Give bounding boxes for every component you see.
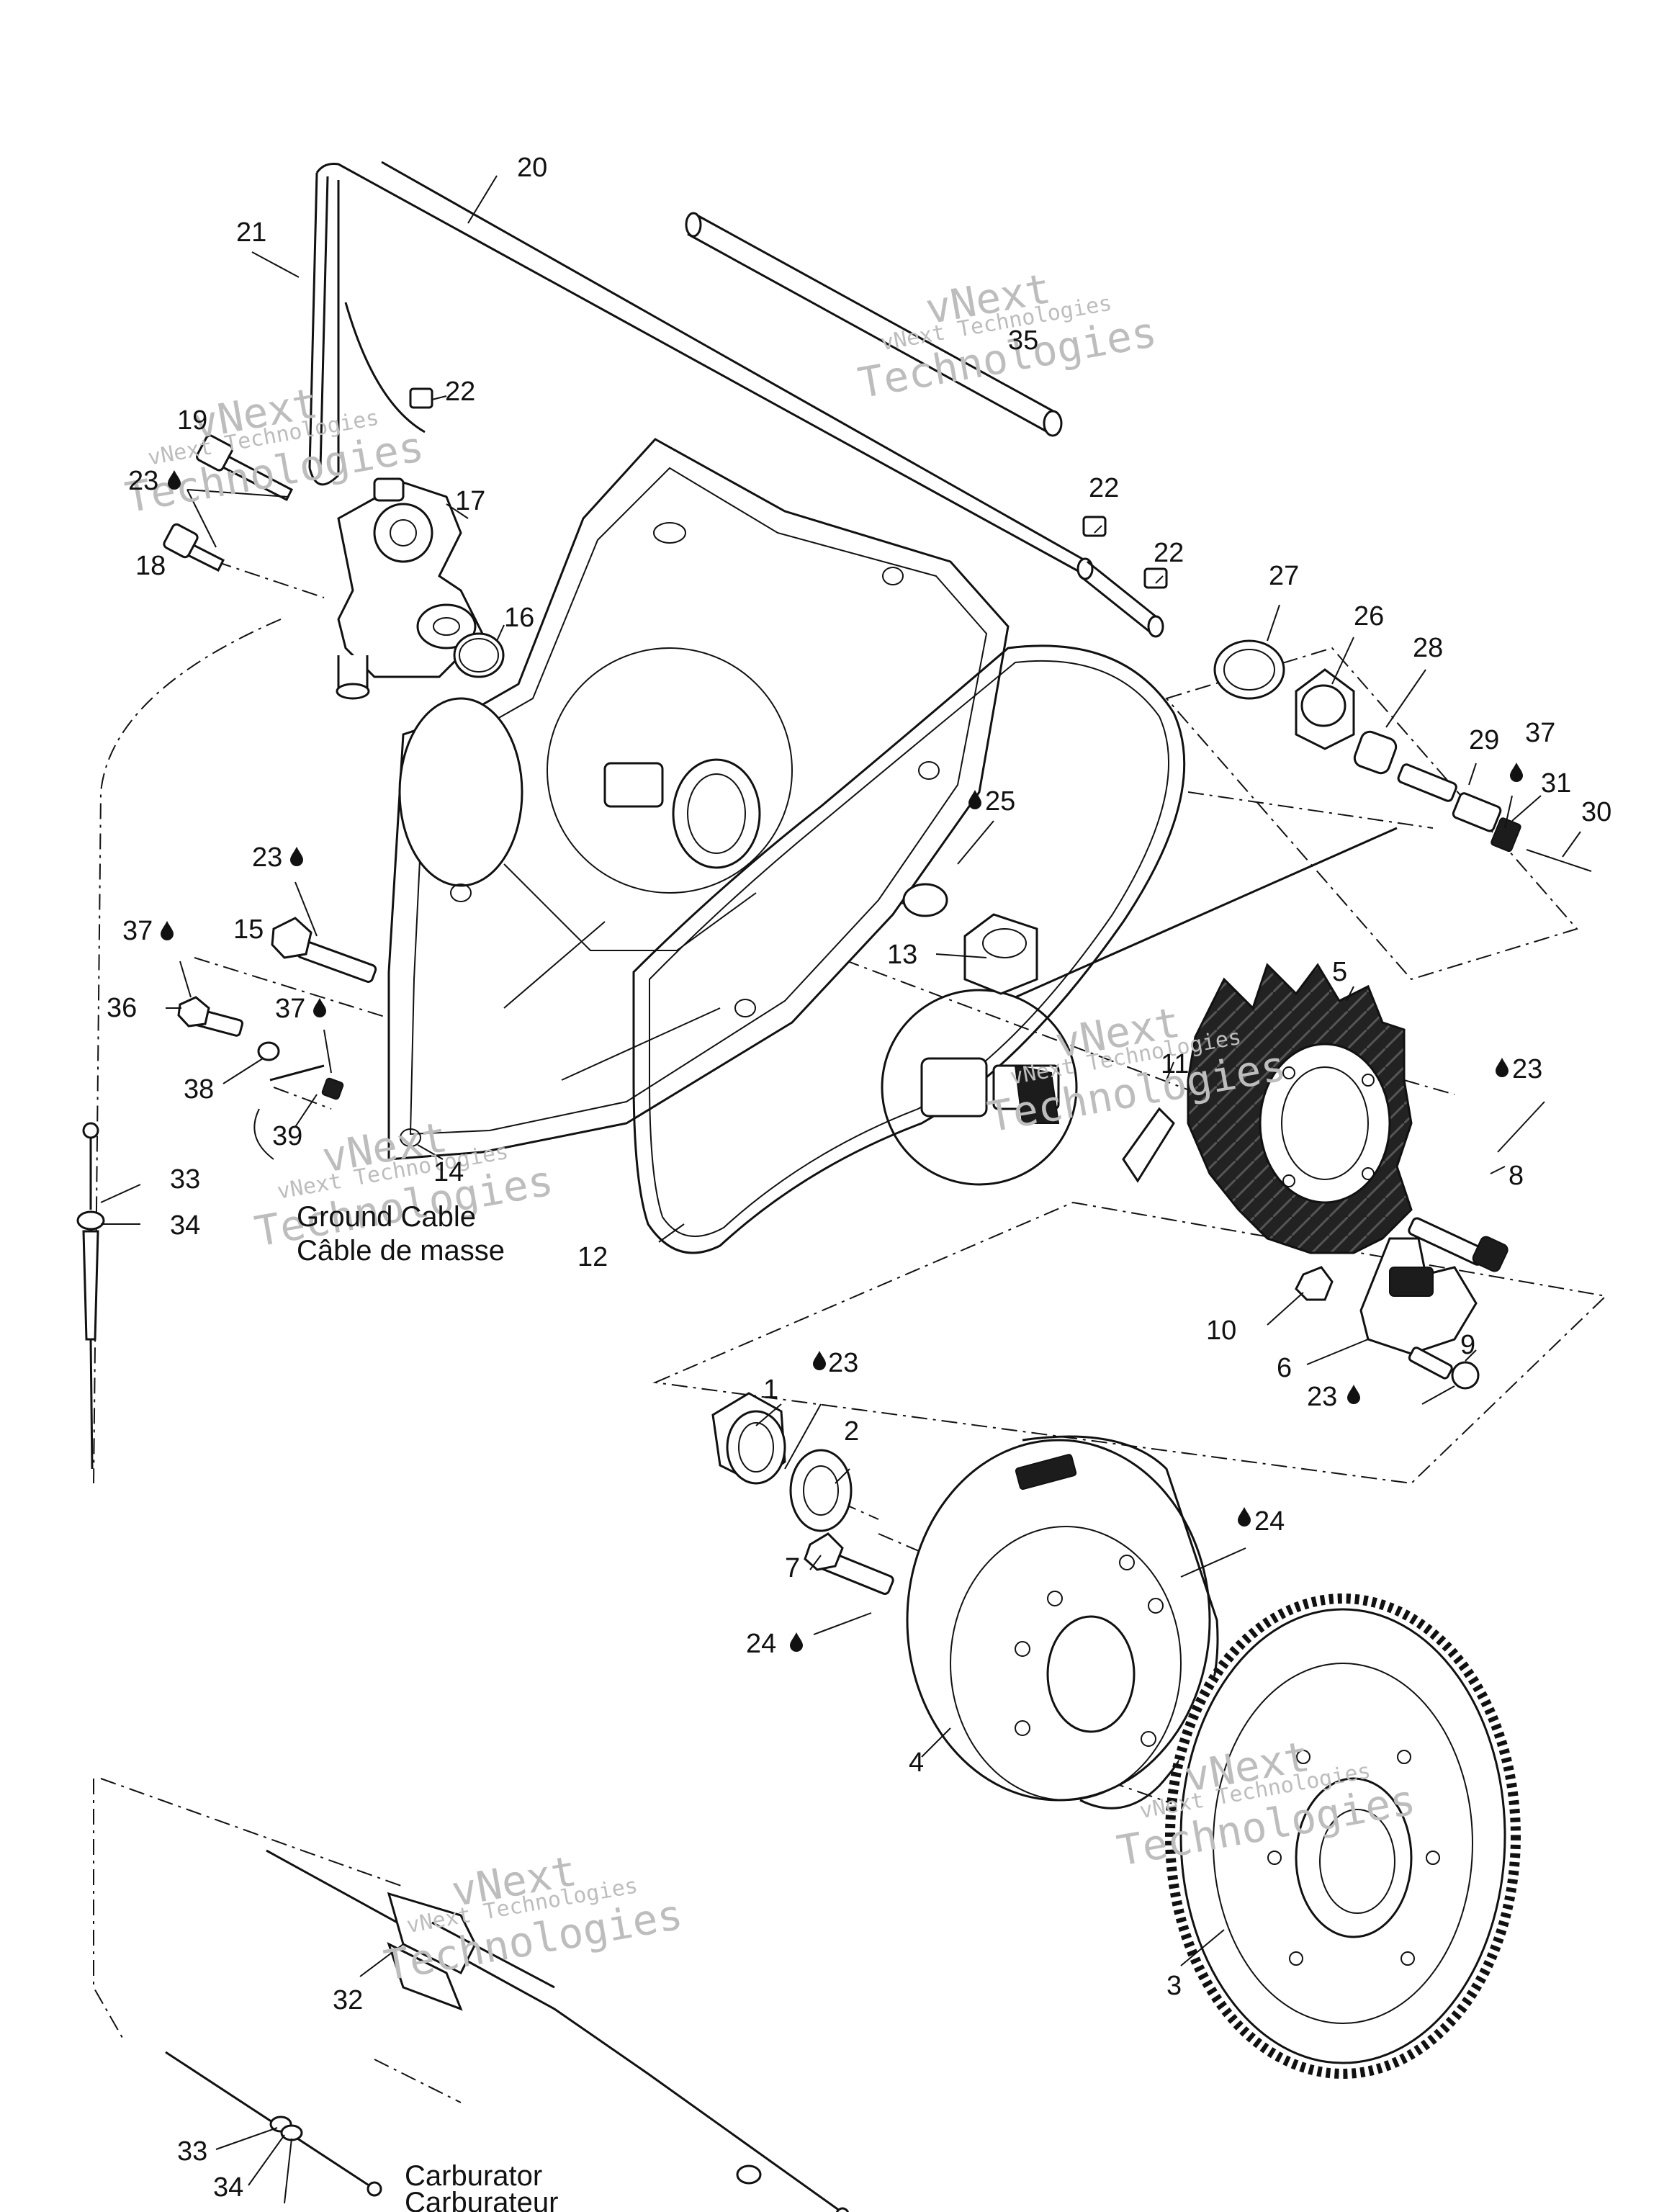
callout-22: 22	[445, 377, 475, 407]
callout-labels: 20 21 35 22 19 23 17 18 16 22 22 27 26 2…	[107, 153, 1611, 2212]
callout-31: 31	[1541, 768, 1571, 799]
gasket-12	[632, 644, 1186, 1254]
oil-drop-icon	[1347, 1385, 1360, 1404]
callout-11: 11	[1161, 1049, 1189, 1079]
stator-5	[1122, 963, 1413, 1254]
callout-37: 37	[122, 916, 153, 946]
coupler-13	[902, 883, 1038, 995]
bolt-9	[1408, 1346, 1480, 1390]
callout-34: 34	[170, 1210, 200, 1241]
callout-4: 4	[909, 1748, 924, 1778]
callout-7: 7	[785, 1553, 800, 1583]
pump-17	[336, 477, 484, 700]
callout-19: 19	[177, 405, 207, 436]
callout-28: 28	[1413, 633, 1443, 663]
rod-35	[685, 212, 1164, 638]
callout-23: 23	[1512, 1054, 1542, 1084]
callout-37: 37	[1525, 718, 1555, 748]
callout-9: 9	[1460, 1330, 1475, 1360]
callout-2: 2	[844, 1416, 859, 1447]
callout-34: 34	[213, 2172, 243, 2203]
oil-drop-icon	[313, 998, 326, 1017]
callout-24: 24	[746, 1629, 776, 1659]
callout-33: 33	[170, 1164, 200, 1195]
callout-12: 12	[577, 1242, 608, 1272]
callout-1: 1	[763, 1375, 778, 1405]
flywheel-4	[906, 1435, 1219, 1809]
leader-lines	[100, 175, 1581, 2204]
cable-32	[266, 1849, 850, 2212]
o-ring-16	[453, 632, 505, 678]
crankcase-cover-14	[387, 438, 1010, 1161]
callout-23: 23	[1307, 1382, 1337, 1412]
oil-drop-icon	[813, 1351, 826, 1370]
callout-38: 38	[184, 1074, 214, 1105]
clip-22-group	[409, 387, 1168, 589]
bolt-18	[163, 523, 225, 572]
callout-37: 37	[275, 994, 305, 1024]
washer-2	[789, 1449, 853, 1532]
callout-3: 3	[1166, 1971, 1182, 2001]
ground-cable-line	[253, 1108, 274, 1160]
callout-39: 39	[272, 1121, 302, 1151]
callout-30: 30	[1581, 797, 1611, 827]
callout-13: 13	[887, 940, 917, 970]
ground-cable-caption: Ground Cable	[297, 1201, 476, 1233]
callout-24: 24	[1254, 1506, 1285, 1537]
callout-17: 17	[455, 486, 485, 516]
bolt-8	[1408, 1217, 1509, 1272]
callout-20: 20	[517, 153, 547, 183]
bolt-7	[804, 1532, 894, 1596]
callout-22: 22	[1154, 538, 1184, 568]
carburator-caption-fr: Carburateur	[405, 2187, 558, 2212]
cable-33-34-left	[76, 1122, 105, 1470]
washer-38	[257, 1041, 280, 1061]
oil-drop-icon	[290, 847, 303, 866]
nut-10	[1295, 1266, 1334, 1301]
callout-33: 33	[177, 2136, 207, 2167]
hose-20-21	[308, 161, 1094, 580]
callout-15: 15	[233, 914, 264, 945]
ground-cable-caption-fr: Câble de masse	[297, 1235, 505, 1267]
callout-27: 27	[1269, 561, 1299, 591]
callout-8: 8	[1509, 1161, 1524, 1191]
callout-22: 22	[1089, 473, 1119, 503]
callout-5: 5	[1332, 957, 1347, 987]
callout-32: 32	[333, 1985, 363, 2015]
oil-drop-icon	[1510, 763, 1523, 782]
callout-23: 23	[128, 466, 158, 496]
callout-10: 10	[1206, 1316, 1236, 1346]
callout-36: 36	[107, 993, 137, 1023]
oil-drop-icon	[1238, 1507, 1251, 1527]
oil-drop-icon	[1496, 1058, 1509, 1077]
callout-29: 29	[1469, 725, 1499, 755]
callout-23: 23	[252, 842, 282, 873]
bolt-15	[271, 917, 377, 983]
bolt-36	[177, 996, 243, 1037]
detail-11	[881, 827, 1398, 1186]
oil-drop-icon	[161, 921, 174, 940]
callout-6: 6	[1277, 1353, 1292, 1383]
sensor-assembly	[1213, 639, 1592, 872]
nut-1	[711, 1392, 786, 1485]
bolt-19	[196, 434, 293, 502]
callout-25: 25	[985, 786, 1015, 817]
callout-23: 23	[828, 1348, 858, 1378]
callout-16: 16	[504, 603, 534, 633]
callout-35: 35	[1008, 325, 1038, 356]
callout-18: 18	[135, 551, 166, 581]
oil-drop-icon	[790, 1632, 803, 1652]
callout-14: 14	[433, 1157, 464, 1187]
callout-21: 21	[236, 217, 266, 248]
callout-26: 26	[1354, 601, 1384, 631]
ring-gear-3	[1165, 1593, 1521, 2079]
cable-33-34-bottom	[165, 2051, 382, 2197]
trigger-coil-6	[1359, 1237, 1478, 1355]
carburator-caption: Carburator	[405, 2160, 542, 2192]
pin-39	[269, 1064, 325, 1082]
